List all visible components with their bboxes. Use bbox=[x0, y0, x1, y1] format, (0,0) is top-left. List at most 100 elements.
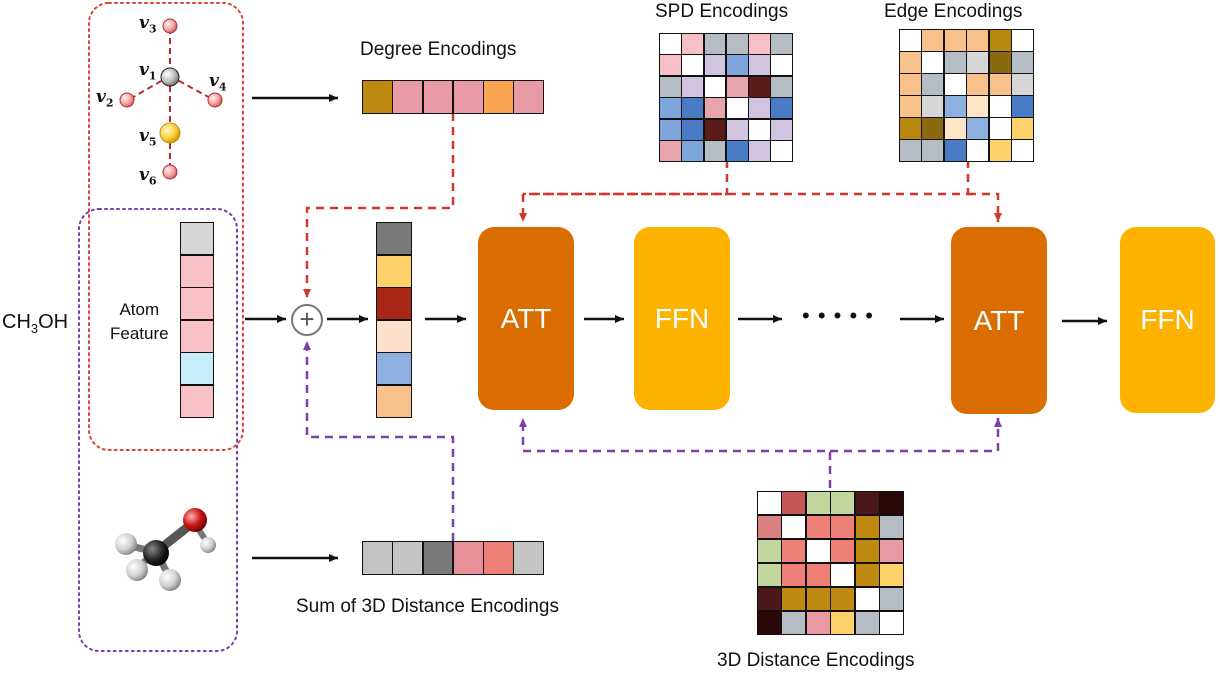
dist3d-cell-5-3 bbox=[831, 611, 855, 634]
atom-feature-vector bbox=[180, 222, 214, 418]
dist3d-cell-1-2 bbox=[806, 515, 830, 539]
dist3d-cell-0-3 bbox=[831, 492, 855, 515]
edge-cell-0-1 bbox=[922, 30, 944, 51]
spd-cell-5-3 bbox=[726, 141, 748, 161]
edge-cell-2-0 bbox=[900, 74, 921, 95]
atom-feature-label-line2: Feature bbox=[110, 324, 169, 343]
graph-node-label-4: v4 bbox=[209, 71, 227, 94]
edge-cell-4-4 bbox=[989, 118, 1011, 139]
methanol-3d-model bbox=[115, 508, 216, 591]
spd-cell-4-0 bbox=[660, 119, 681, 140]
atom-feature-label-line1: Atom bbox=[119, 300, 160, 319]
ffn-block-2-label: FFN bbox=[1140, 304, 1195, 335]
dist3d-cell-2-3 bbox=[831, 539, 855, 563]
sum-3d-distance-vector bbox=[362, 541, 544, 575]
dist3d-cell-0-5 bbox=[880, 492, 903, 515]
degree-encoding-cell-0 bbox=[363, 81, 392, 113]
spd-cell-3-2 bbox=[704, 98, 726, 119]
edge-cell-2-3 bbox=[967, 74, 989, 95]
spd-cell-1-4 bbox=[749, 55, 770, 76]
molecular-graph-edges bbox=[127, 28, 215, 171]
edge-cell-5-5 bbox=[1012, 140, 1033, 161]
spd-cell-3-4 bbox=[749, 98, 770, 119]
edge-cell-4-5 bbox=[1012, 118, 1033, 139]
graph-node-v6 bbox=[162, 164, 178, 180]
edge-encoding-matrix bbox=[899, 29, 1034, 162]
edge-cell-4-3 bbox=[967, 118, 989, 139]
degree-encoding-cell-1 bbox=[393, 81, 422, 113]
red-dashed-connectors bbox=[303, 113, 1002, 298]
edge-cell-3-2 bbox=[944, 96, 966, 117]
edge-cell-0-3 bbox=[967, 30, 989, 51]
attention-block-1: ATT bbox=[478, 227, 574, 410]
molecule-name-subscript: 3 bbox=[30, 321, 39, 336]
dist3d-cell-3-5 bbox=[880, 563, 903, 587]
edge-cell-1-5 bbox=[1012, 52, 1033, 73]
degree-encoding-vector bbox=[362, 80, 544, 114]
combined-node-cell-2 bbox=[377, 288, 411, 320]
spd-cell-0-1 bbox=[682, 34, 703, 54]
spd-cell-1-2 bbox=[704, 55, 726, 76]
dist3d-cell-3-2 bbox=[806, 563, 830, 587]
graph-node-v5 bbox=[159, 122, 181, 144]
spd-cell-4-4 bbox=[749, 119, 770, 140]
dist3d-cell-5-5 bbox=[880, 611, 903, 634]
dist3d-cell-1-0 bbox=[758, 515, 781, 539]
combined-node-cell-5 bbox=[377, 385, 411, 417]
spd-cell-4-2 bbox=[704, 119, 726, 140]
edge-cell-1-4 bbox=[989, 52, 1011, 73]
atom-feature-cell-5 bbox=[181, 385, 213, 417]
spd-cell-2-2 bbox=[704, 76, 726, 97]
attention-block-1-label: ATT bbox=[500, 302, 552, 334]
sum-3d-distance-cell-0 bbox=[363, 542, 392, 574]
dist3d-cell-1-4 bbox=[855, 515, 879, 539]
dist3d-cell-2-0 bbox=[758, 539, 781, 563]
edge-encodings-label: Edge Encodings bbox=[884, 1, 1023, 22]
spd-cell-2-0 bbox=[660, 76, 681, 97]
spd-cell-4-3 bbox=[726, 119, 748, 140]
dist3d-cell-1-3 bbox=[831, 515, 855, 539]
edge-cell-5-3 bbox=[967, 140, 989, 161]
sum-3d-distance-cell-2 bbox=[423, 542, 453, 574]
degree-encoding-cell-3 bbox=[453, 81, 483, 113]
edge-cell-2-5 bbox=[1012, 74, 1033, 95]
sum-3d-distance-cell-5 bbox=[514, 542, 543, 574]
graph-region-box bbox=[88, 2, 244, 451]
sum-3d-distance-cell-1 bbox=[393, 542, 422, 574]
dist3d-cell-5-2 bbox=[806, 611, 830, 634]
dist3d-cell-1-5 bbox=[880, 515, 903, 539]
spd-cell-4-1 bbox=[682, 119, 703, 140]
edge-cell-3-0 bbox=[900, 96, 921, 117]
edge-cell-4-1 bbox=[922, 118, 944, 139]
atom-feature-cell-4 bbox=[181, 353, 213, 385]
ffn-block-1-label: FFN bbox=[654, 302, 710, 334]
graph-node-label-2: v2 bbox=[96, 87, 114, 110]
combined-node-cell-1 bbox=[377, 255, 411, 287]
atom-feature-cell-0 bbox=[181, 223, 213, 255]
spd-cell-0-4 bbox=[749, 34, 770, 54]
edge-cell-5-2 bbox=[944, 140, 966, 161]
dist3d-cell-5-0 bbox=[758, 611, 781, 634]
spd-cell-2-1 bbox=[682, 76, 703, 97]
degree-encodings-label: Degree Encodings bbox=[360, 39, 517, 60]
dist3d-cell-4-0 bbox=[758, 587, 781, 611]
edge-cell-5-1 bbox=[922, 140, 944, 161]
combined-node-cell-0 bbox=[377, 223, 411, 255]
spd-encoding-matrix bbox=[659, 33, 793, 162]
edge-cell-1-1 bbox=[922, 52, 944, 73]
dist3d-cell-3-4 bbox=[855, 563, 879, 587]
edge-cell-1-3 bbox=[967, 52, 989, 73]
flow-arrows bbox=[245, 94, 1107, 562]
dist3d-cell-0-1 bbox=[782, 492, 806, 515]
graph-node-v1 bbox=[160, 67, 180, 87]
edge-cell-5-4 bbox=[989, 140, 1011, 161]
edge-cell-3-1 bbox=[922, 96, 944, 117]
dist3d-cell-1-1 bbox=[782, 515, 806, 539]
dist3d-cell-0-4 bbox=[855, 492, 879, 515]
edge-cell-3-4 bbox=[989, 96, 1011, 117]
dist3d-cell-4-4 bbox=[855, 587, 879, 611]
atom-feature-label: Atom Feature bbox=[110, 298, 169, 346]
edge-cell-5-0 bbox=[900, 140, 921, 161]
spd-cell-1-1 bbox=[682, 55, 703, 76]
